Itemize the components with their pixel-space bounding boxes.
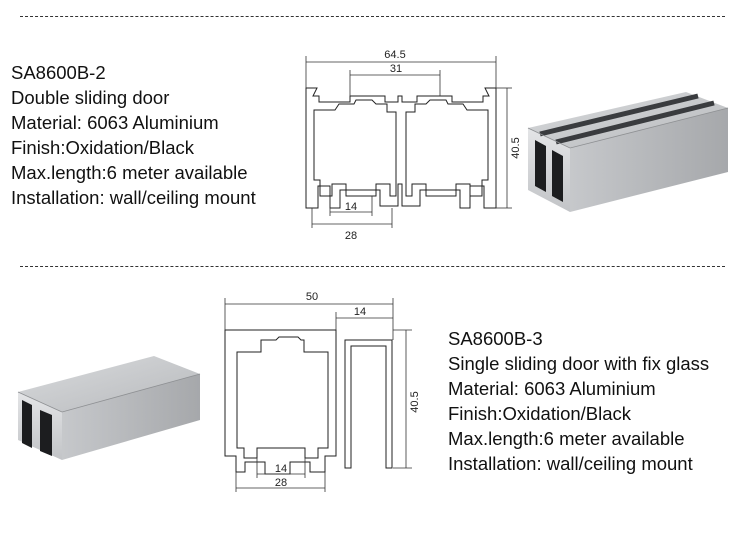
profile-drawing-single [224, 329, 393, 475]
model-name: SA8600B-3 [448, 328, 543, 349]
product-type: Double sliding door [11, 87, 170, 108]
dimension-lines-single [224, 298, 412, 492]
material-spec: Material: 6063 Aluminium [11, 112, 219, 133]
length-spec: Max.length:6 meter available [448, 428, 685, 449]
profile-photo-double [527, 92, 729, 212]
dim-outer-slot: 28 [345, 230, 357, 242]
finish-spec: Finish:Oxidation/Black [11, 137, 195, 158]
length-spec: Max.length:6 meter available [11, 162, 248, 183]
spec-block-b: SA8600B-3 Single sliding door with fix g… [448, 326, 709, 476]
dim-top-gap: 31 [390, 63, 402, 75]
spec-block-a: SA8600B-2 Double sliding door Material: … [11, 60, 256, 210]
dim-overall-width: 50 [306, 291, 318, 303]
profile-photo-single [17, 356, 201, 460]
dim-height: 40.5 [409, 391, 421, 412]
dim-overall-width: 64.5 [384, 49, 405, 61]
dim-inner-slot: 14 [345, 201, 357, 213]
separator-middle [20, 266, 725, 267]
dim-glass-slot: 14 [354, 306, 366, 318]
dim-inner-slot: 14 [275, 463, 287, 475]
separator-top [20, 16, 725, 17]
dim-height: 40.5 [510, 137, 522, 158]
product-type: Single sliding door with fix glass [448, 353, 710, 374]
dimension-lines-double [305, 56, 512, 228]
profile-drawing-double [305, 87, 497, 209]
finish-spec: Finish:Oxidation/Black [448, 403, 632, 424]
installation-spec: Installation: wall/ceiling mount [448, 453, 693, 474]
material-spec: Material: 6063 Aluminium [448, 378, 656, 399]
model-name: SA8600B-2 [11, 62, 106, 83]
installation-spec: Installation: wall/ceiling mount [11, 187, 256, 208]
dim-outer-slot: 28 [275, 477, 287, 489]
